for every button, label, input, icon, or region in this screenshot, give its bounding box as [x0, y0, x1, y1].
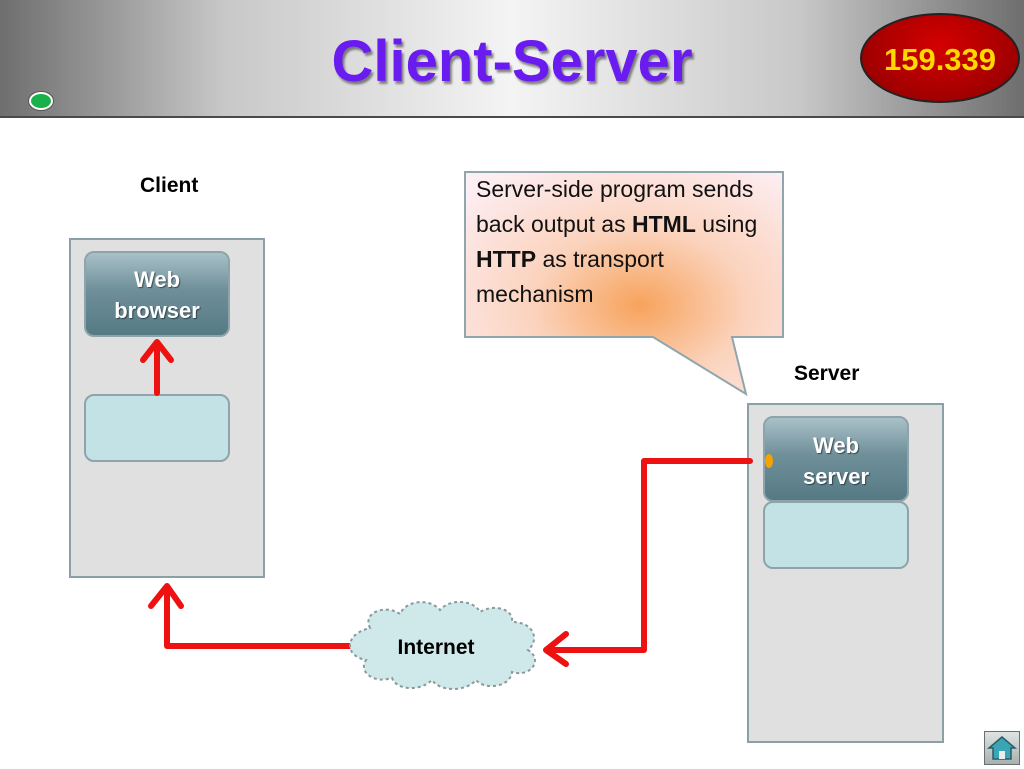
web-browser-box: Web browser [84, 251, 230, 337]
arrowhead-into-client [148, 583, 184, 609]
course-number: 159.339 [883, 42, 997, 77]
web-browser-label-line2: browser [114, 298, 200, 323]
internet-cloud [349, 601, 536, 690]
server-lower-box [763, 501, 909, 569]
callout-text-part1: Server-side program sends back output as [476, 176, 754, 237]
arrowhead-into-internet [543, 631, 569, 667]
server-label: Server [794, 362, 860, 385]
speech-callout [464, 171, 784, 397]
web-server-box: Web server [763, 416, 909, 502]
client-label: Client [140, 174, 199, 197]
callout-text: Server-side program sends back output as… [476, 172, 776, 312]
web-browser-label-line1: Web [133, 267, 181, 292]
callout-text-part2: using [695, 211, 758, 237]
page-title: Client-Server [331, 29, 693, 94]
connection-point-icon [765, 454, 773, 468]
web-server-label-line2: server [802, 464, 870, 489]
title-bar: Client-Server 159.339 [0, 0, 1024, 118]
web-server-label-line1: Web [812, 433, 860, 458]
callout-text-part3: as transport mechanism [476, 246, 664, 307]
internet-to-client-line [164, 587, 353, 649]
home-button[interactable] [984, 731, 1020, 765]
server-to-internet-line [545, 458, 753, 653]
course-number-badge: 159.339 [860, 13, 1020, 103]
internet-label: Internet [397, 636, 475, 659]
green-dot-icon [29, 92, 53, 110]
arrowhead-into-browser [140, 339, 174, 363]
home-icon [986, 736, 1018, 760]
callout-http-keyword: HTTP [476, 246, 537, 272]
callout-html-keyword: HTML [632, 211, 696, 237]
